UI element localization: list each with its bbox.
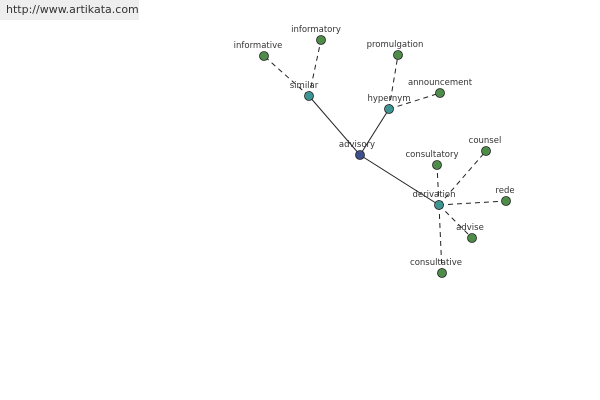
leaf-label-informatory[interactable]: informatory [291,25,341,35]
leaf-node-announcement[interactable] [435,88,445,98]
edge-similar-informative [263,55,310,97]
edge-similar-informatory [308,39,322,97]
leaf-label-promulgation[interactable]: promulgation [367,40,424,50]
edge-derivation-advise [438,204,473,239]
edge-derivation-consultative [438,204,443,274]
leaf-label-consultative[interactable]: consultative [410,258,462,268]
leaf-label-counsel[interactable]: counsel [469,136,502,146]
leaf-label-announcement[interactable]: announcement [408,78,473,88]
edge-advisory-similar [308,95,361,156]
leaf-node-consultatory[interactable] [432,160,442,170]
edge-advisory-hypernym [359,108,390,156]
leaf-node-advise[interactable] [467,233,477,243]
relation-label-hypernym[interactable]: hypernym [367,94,410,104]
leaf-node-rede[interactable] [501,196,511,206]
leaf-node-counsel[interactable] [481,146,491,156]
edge-derivation-consultatory [436,164,440,206]
edge-derivation-rede [438,200,507,206]
labels-layer: informative informatory promulgation announ… [234,25,515,268]
center-node-advisory[interactable] [355,150,365,160]
center-label-advisory[interactable]: advisory [339,140,375,150]
relation-node-derivation[interactable] [434,200,444,210]
relation-label-derivation[interactable]: derivation [412,190,455,200]
edge-hypernym-promulgation [388,54,399,110]
relation-node-hypernym[interactable] [384,104,394,114]
relation-node-similar[interactable] [304,91,314,101]
edge-advisory-derivation [359,154,440,206]
leaf-node-promulgation[interactable] [393,50,403,60]
leaf-node-consultative[interactable] [437,268,447,278]
leaf-node-informative[interactable] [259,51,269,61]
nodes-layer [259,35,511,278]
edge-derivation-counsel [438,150,487,206]
leaf-label-informative[interactable]: informative [234,41,283,51]
leaf-label-rede[interactable]: rede [495,186,514,196]
site-url-banner[interactable]: http://www.artikata.com [0,0,139,20]
edges-layer [263,39,507,274]
leaf-label-consultatory[interactable]: consultatory [405,150,458,160]
leaf-node-informatory[interactable] [316,35,326,45]
relation-label-similar[interactable]: similar [290,81,319,91]
leaf-label-advise[interactable]: advise [456,223,484,233]
